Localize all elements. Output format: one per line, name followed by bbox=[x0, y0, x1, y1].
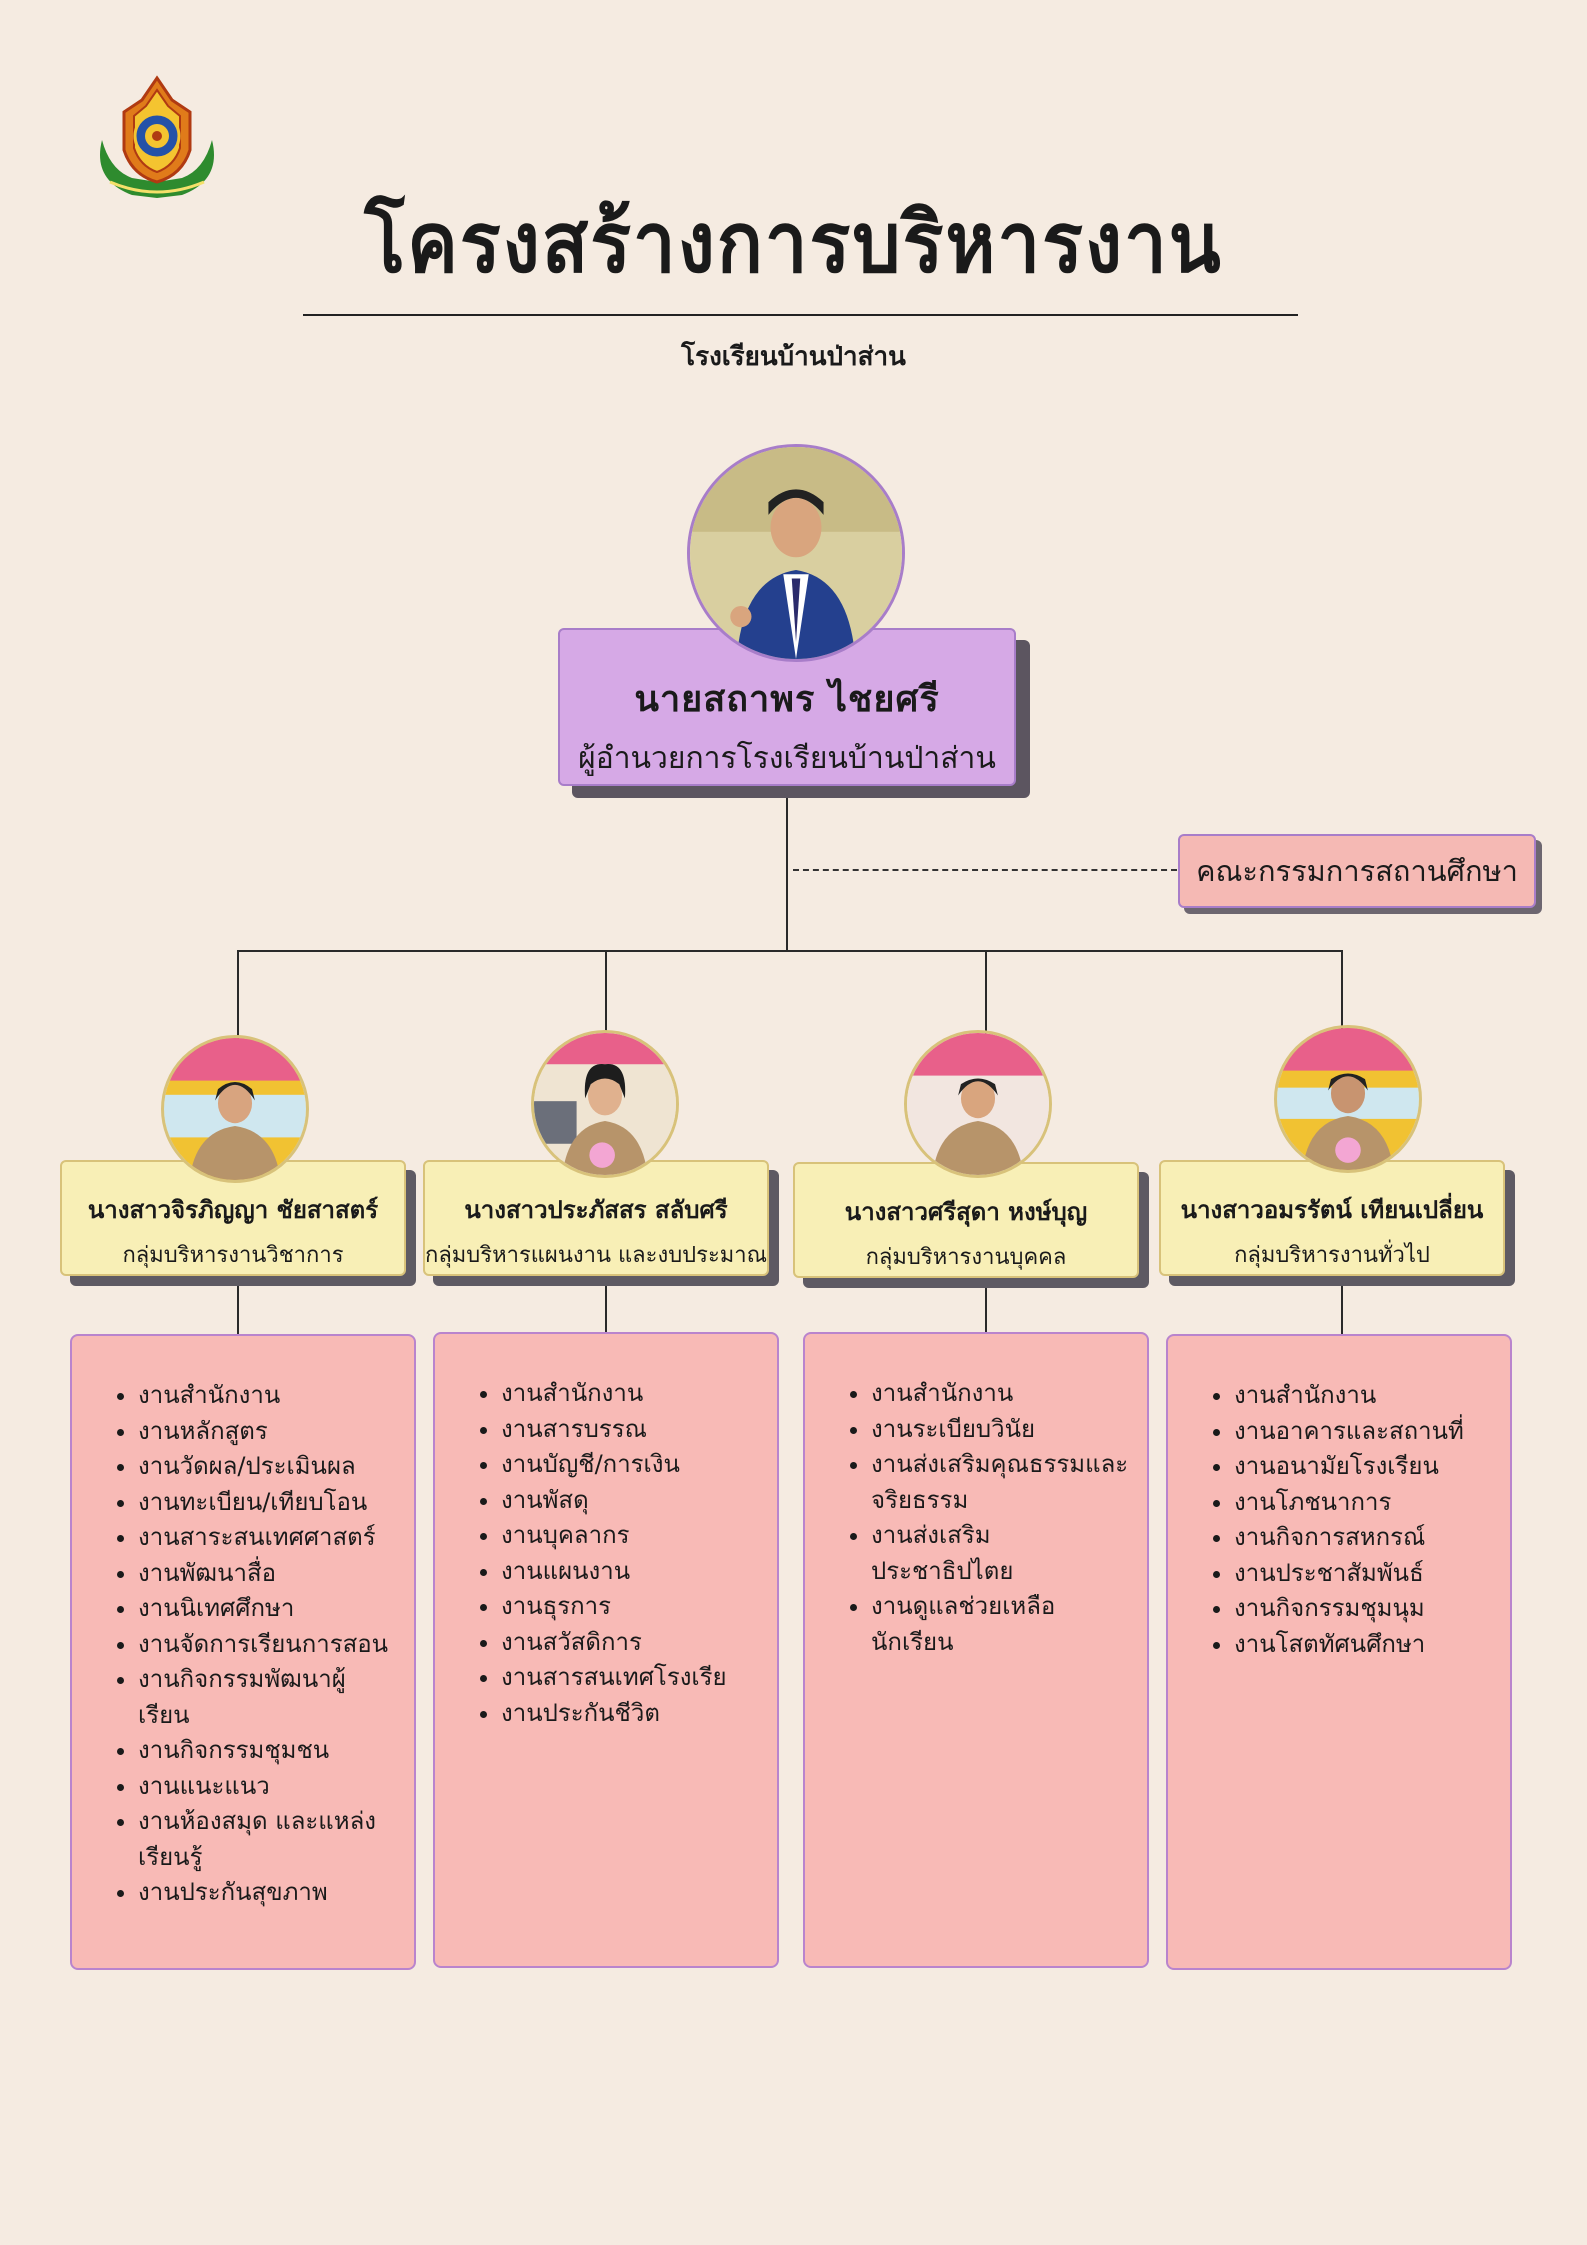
task-item: งานสวัสดิการ bbox=[501, 1625, 777, 1661]
task-item: งานจัดการเรียนการสอน bbox=[138, 1627, 414, 1663]
task-item: งานประกันสุขภาพ bbox=[138, 1875, 414, 1911]
task-list-box-personnel: งานสำนักงาน งานระเบียบวินัย งานส่งเสริมค… bbox=[803, 1332, 1149, 1968]
task-connector-1 bbox=[237, 1276, 239, 1334]
director-trunk-line bbox=[786, 786, 788, 952]
group-head-name: นางสาวอมรรัตน์ เทียนเปลี่ยน bbox=[1180, 1196, 1484, 1224]
school-emblem-icon bbox=[92, 70, 222, 205]
task-item: งานสาระสนเทศศาสตร์ bbox=[138, 1520, 414, 1556]
committee-dashed-line bbox=[793, 869, 1177, 871]
task-item: งานสำนักงาน bbox=[138, 1378, 414, 1414]
director-photo bbox=[687, 444, 905, 662]
group-head-name: นางสาวประภัสสร สลับศรี bbox=[464, 1196, 728, 1224]
task-list-box-general: งานสำนักงาน งานอาคารและสถานที่ งานอนามัย… bbox=[1166, 1334, 1512, 1970]
page-title: โครงสร้างการบริหารงาน bbox=[364, 193, 1223, 292]
task-item: งานกิจกรรมพัฒนาผู้เรียน bbox=[138, 1662, 414, 1733]
director-card: นายสถาพร ไชยศรี ผู้อำนวยการโรงเรียนบ้านป… bbox=[558, 628, 1016, 786]
task-item: งานสารบรรณ bbox=[501, 1412, 777, 1448]
title-divider bbox=[303, 314, 1298, 316]
branch-line-3 bbox=[985, 950, 987, 1045]
task-item: งานสำนักงาน bbox=[1234, 1378, 1510, 1414]
task-item: งานอาคารและสถานที่ bbox=[1234, 1414, 1510, 1450]
task-item: งานประชาสัมพันธ์ bbox=[1234, 1556, 1510, 1592]
branch-line-2 bbox=[605, 950, 607, 1045]
task-item: งานธุรการ bbox=[501, 1589, 777, 1625]
group-title: กลุ่มบริหารงานบุคคล bbox=[865, 1245, 1067, 1270]
director-name: นายสถาพร ไชยศรี bbox=[634, 679, 940, 720]
task-item: งานหลักสูตร bbox=[138, 1414, 414, 1450]
task-connector-4 bbox=[1341, 1278, 1343, 1334]
task-item: งานอนามัยโรงเรียน bbox=[1234, 1449, 1510, 1485]
task-item: งานสำนักงาน bbox=[501, 1376, 777, 1412]
task-item: งานระเบียบวินัย bbox=[871, 1412, 1147, 1448]
task-item: งานกิจกรรมชุมนุม bbox=[1234, 1591, 1510, 1627]
group-card-budget: นางสาวประภัสสร สลับศรี กลุ่มบริหารแผนงาน… bbox=[423, 1160, 769, 1276]
task-item: งานแนะแนว bbox=[138, 1769, 414, 1805]
task-item: งานดูแลช่วยเหลือนักเรียน bbox=[871, 1589, 1147, 1660]
group-title: กลุ่มบริหารงานทั่วไป bbox=[1234, 1243, 1430, 1268]
task-connector-3 bbox=[985, 1280, 987, 1334]
task-item: งานทะเบียน/เทียบโอน bbox=[138, 1485, 414, 1521]
task-item: งานบุคลากร bbox=[501, 1518, 777, 1554]
task-item: งานพัฒนาสื่อ bbox=[138, 1556, 414, 1592]
branch-line-4 bbox=[1341, 950, 1343, 1045]
group-card-personnel: นางสาวศรีสุดา หงษ์บุญ กลุ่มบริหารงานบุคค… bbox=[793, 1162, 1139, 1278]
branch-line-1 bbox=[237, 950, 239, 1045]
group-head-photo bbox=[1274, 1025, 1422, 1173]
group-card-general: นางสาวอมรรัตน์ เทียนเปลี่ยน กลุ่มบริหารง… bbox=[1159, 1160, 1505, 1276]
task-item: งานประกันชีวิต bbox=[501, 1696, 777, 1732]
task-item: งานพัสดุ bbox=[501, 1483, 777, 1519]
group-head-name: นางสาวจิรภิญญา ชัยสาสตร์ bbox=[87, 1196, 379, 1224]
director-role: ผู้อำนวยการโรงเรียนบ้านป่าส่าน bbox=[578, 741, 996, 776]
task-list: งานสำนักงาน งานหลักสูตร งานวัดผล/ประเมิน… bbox=[72, 1378, 414, 1911]
group-head-photo bbox=[161, 1035, 309, 1183]
task-list-box-budget: งานสำนักงาน งานสารบรรณ งานบัญชี/การเงิน … bbox=[433, 1332, 779, 1968]
horizontal-branch-line bbox=[237, 950, 1343, 952]
committee-box: คณะกรรมการสถานศึกษา bbox=[1178, 834, 1536, 908]
task-item: งานห้องสมุด และแหล่งเรียนรู้ bbox=[138, 1804, 414, 1875]
task-list: งานสำนักงาน งานสารบรรณ งานบัญชี/การเงิน … bbox=[435, 1376, 777, 1731]
task-item: งานสำนักงาน bbox=[871, 1376, 1147, 1412]
group-head-name: นางสาวศรีสุดา หงษ์บุญ bbox=[844, 1198, 1088, 1226]
task-item: งานแผนงาน bbox=[501, 1554, 777, 1590]
task-item: งานโภชนาการ bbox=[1234, 1485, 1510, 1521]
group-title: กลุ่มบริหารแผนงาน และงบประมาณ bbox=[425, 1243, 768, 1268]
group-head-photo bbox=[531, 1030, 679, 1178]
task-item: งานกิจการสหกรณ์ bbox=[1234, 1520, 1510, 1556]
page-subtitle: โรงเรียนบ้านป่าส่าน bbox=[681, 342, 906, 372]
task-item: งานบัญชี/การเงิน bbox=[501, 1447, 777, 1483]
task-connector-2 bbox=[605, 1276, 607, 1334]
group-title: กลุ่มบริหารงานวิชาการ bbox=[122, 1243, 344, 1268]
task-list: งานสำนักงาน งานอาคารและสถานที่ งานอนามัย… bbox=[1168, 1378, 1510, 1662]
task-item: งานกิจกรรมชุมชน bbox=[138, 1733, 414, 1769]
task-list: งานสำนักงาน งานระเบียบวินัย งานส่งเสริมค… bbox=[805, 1376, 1147, 1660]
task-item: งานโสตทัศนศึกษา bbox=[1234, 1627, 1510, 1663]
task-item: งานสารสนเทศโรงเรีย bbox=[501, 1660, 777, 1696]
task-list-box-academic: งานสำนักงาน งานหลักสูตร งานวัดผล/ประเมิน… bbox=[70, 1334, 416, 1970]
task-item: งานวัดผล/ประเมินผล bbox=[138, 1449, 414, 1485]
group-head-photo bbox=[904, 1030, 1052, 1178]
task-item: งานส่งเสริมคุณธรรมและจริยธรรม bbox=[871, 1447, 1147, 1518]
task-item: งานส่งเสริมประชาธิปไตย bbox=[871, 1518, 1147, 1589]
task-item: งานนิเทศศึกษา bbox=[138, 1591, 414, 1627]
